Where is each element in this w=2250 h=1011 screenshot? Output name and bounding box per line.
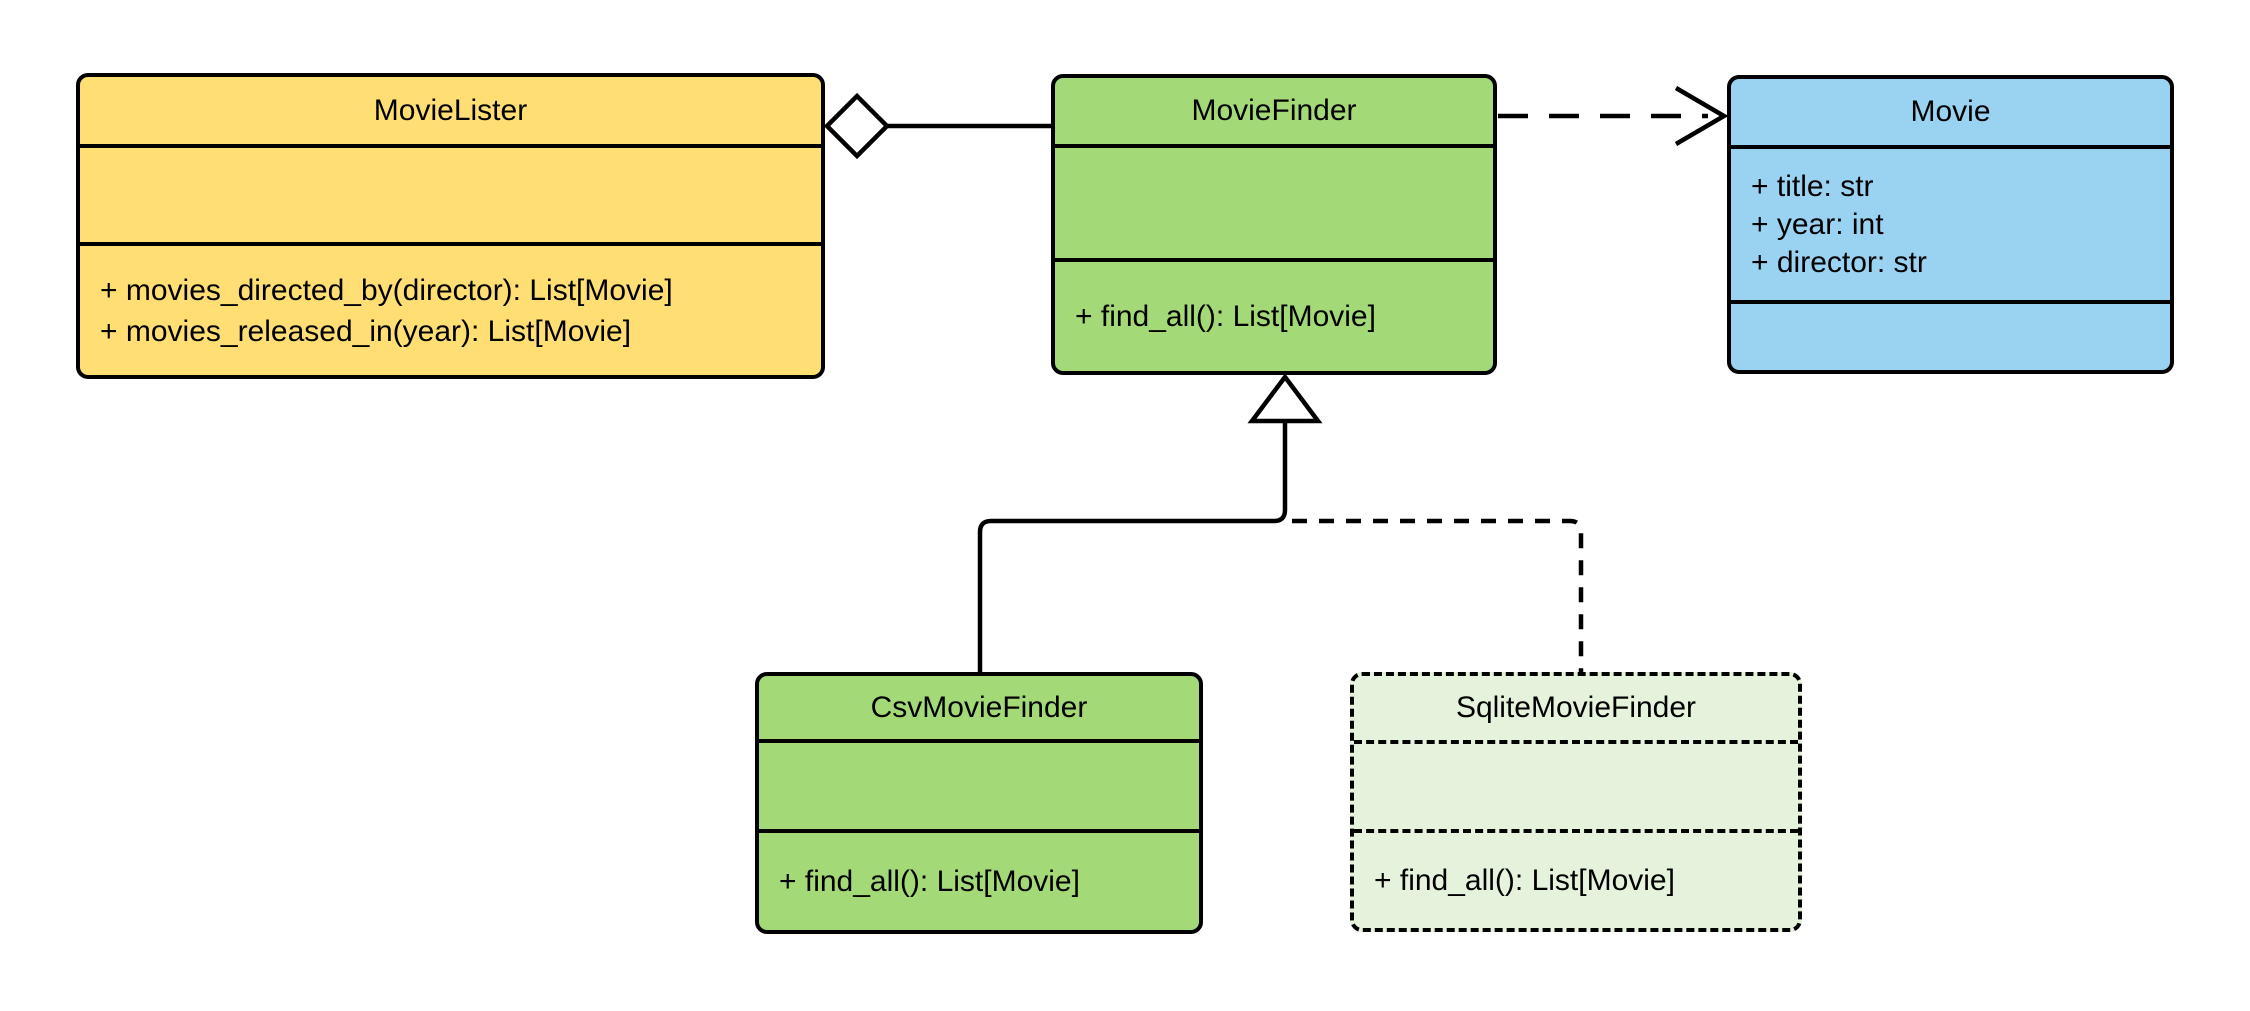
class-sqlitemoviefinder-attributes <box>1354 744 1798 833</box>
class-movie: Movie + title: str + year: int + directo… <box>1727 75 2174 374</box>
method-movies-released-in: + movies_released_in(year): List[Movie] <box>100 314 632 348</box>
class-csvmoviefinder-attributes <box>759 743 1199 833</box>
attribute-director: + director: str <box>1751 245 1927 279</box>
class-csvmoviefinder-title: CsvMovieFinder <box>759 676 1199 743</box>
class-moviefinder-attributes <box>1055 148 1493 262</box>
class-movie-attributes: + title: str + year: int + director: str <box>1731 149 2170 304</box>
class-moviefinder-methods: + find_all(): List[Movie] <box>1055 262 1493 371</box>
class-moviefinder: MovieFinder + find_all(): List[Movie] <box>1051 74 1497 375</box>
class-moviefinder-title: MovieFinder <box>1055 78 1493 148</box>
aggregation-connector-movielister-moviefinder <box>823 92 1053 160</box>
class-movielister: MovieLister + movies_directed_by(directo… <box>76 73 825 379</box>
class-sqlitemoviefinder: SqliteMovieFinder + find_all(): List[Mov… <box>1350 672 1802 932</box>
method-find-all: + find_all(): List[Movie] <box>1374 864 1675 897</box>
class-sqlitemoviefinder-methods: + find_all(): List[Movie] <box>1354 833 1798 928</box>
method-movies-directed-by: + movies_directed_by(director): List[Mov… <box>100 273 673 307</box>
class-csvmoviefinder-methods: + find_all(): List[Movie] <box>759 833 1199 930</box>
open-arrowhead-icon <box>1674 86 1729 146</box>
hollow-diamond-icon <box>823 92 891 160</box>
hollow-triangle-icon <box>1247 373 1323 424</box>
generalization-solid-line <box>977 421 1288 674</box>
attribute-title: + title: str <box>1751 169 1874 203</box>
class-csvmoviefinder: CsvMovieFinder + find_all(): List[Movie] <box>755 672 1203 934</box>
generalization-dashed-line <box>1292 518 1584 674</box>
generalization-connector-csvmoviefinder-moviefinder <box>977 373 1323 674</box>
attribute-year: + year: int <box>1751 207 1884 241</box>
class-movielister-title: MovieLister <box>80 77 821 148</box>
dependency-connector-moviefinder-movie <box>1498 86 1729 146</box>
class-movie-methods <box>1731 304 2170 370</box>
generalization-connector-sqlitemoviefinder-moviefinder <box>1292 518 1584 674</box>
class-movielister-attributes <box>80 148 821 246</box>
class-movielister-methods: + movies_directed_by(director): List[Mov… <box>80 246 821 375</box>
class-sqlitemoviefinder-title: SqliteMovieFinder <box>1354 676 1798 744</box>
method-find-all: + find_all(): List[Movie] <box>779 865 1080 898</box>
method-find-all: + find_all(): List[Movie] <box>1075 300 1376 333</box>
class-movie-title: Movie <box>1731 79 2170 149</box>
